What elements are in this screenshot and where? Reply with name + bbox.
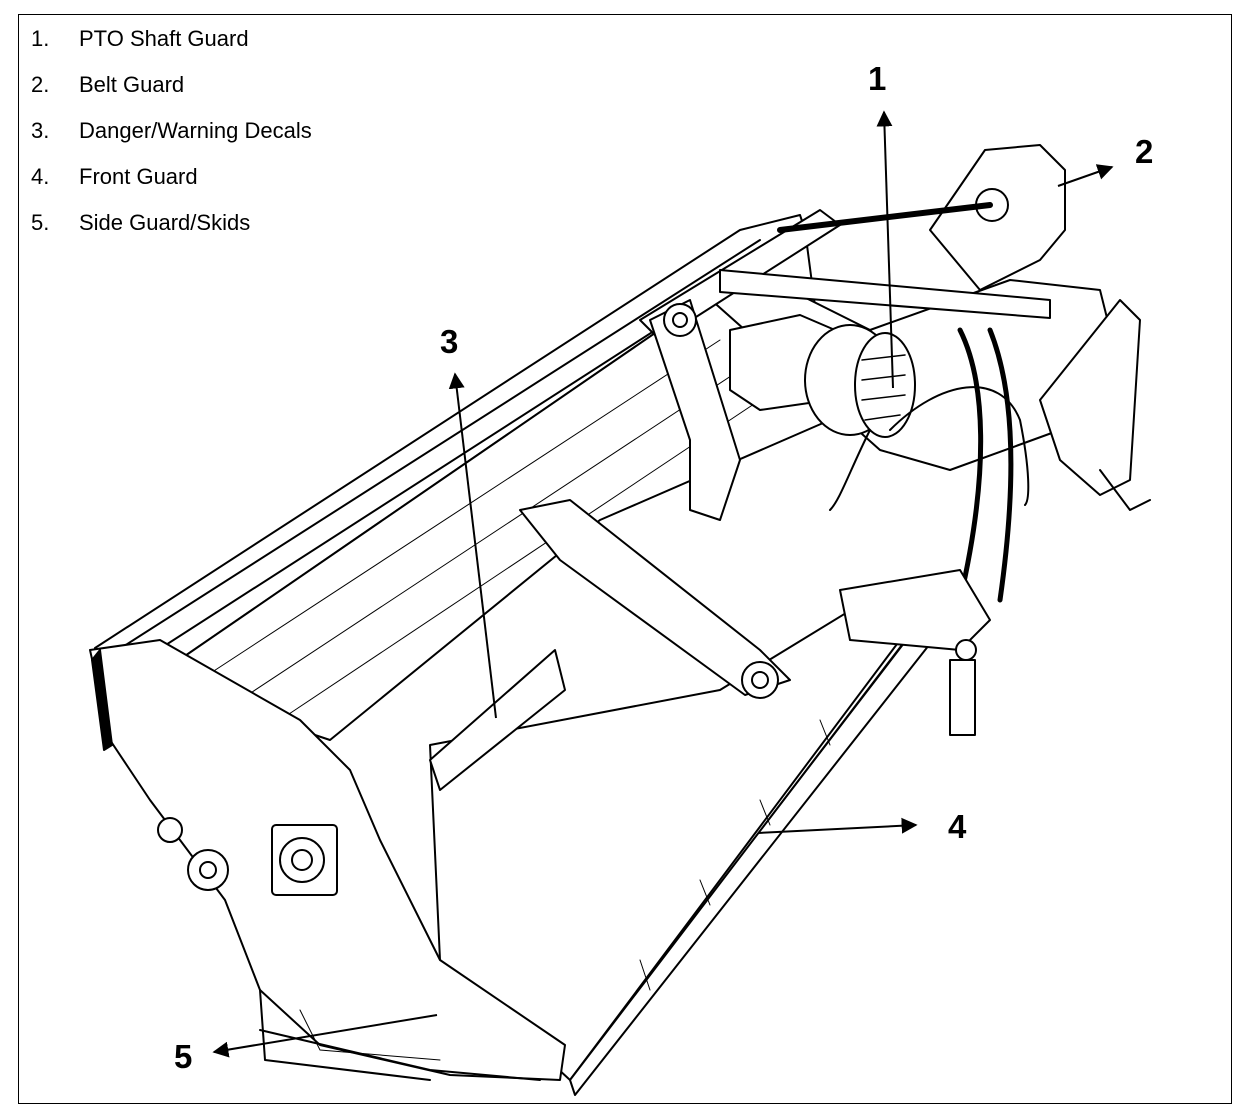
callout-arrows <box>212 110 1114 1058</box>
legend-item: 2. Belt Guard <box>31 72 312 118</box>
mower-body-drawing <box>89 144 1151 1096</box>
legend-number: 3. <box>31 118 50 143</box>
arrow-belt-guard <box>1057 164 1114 187</box>
callout-4: 4 <box>948 808 967 845</box>
callout-5: 5 <box>174 1038 193 1075</box>
callout-2: 2 <box>1135 133 1154 170</box>
arrow-side-guard <box>212 1014 438 1058</box>
legend-list: 1. PTO Shaft Guard 2. Belt Guard 3. Danger/… <box>31 26 312 256</box>
legend-item: 1. PTO Shaft Guard <box>31 26 312 72</box>
legend-label: Belt Guard <box>79 72 185 97</box>
legend-item: 3. Danger/Warning Decals <box>31 118 312 164</box>
arrow-pto-shaft-guard <box>876 110 894 389</box>
legend-number: 5. <box>31 210 50 235</box>
legend-number: 4. <box>31 164 50 189</box>
legend-label: Side Guard/Skids <box>79 210 251 235</box>
arrow-danger-decals <box>448 372 497 719</box>
legend-number: 2. <box>31 72 50 97</box>
figure-frame <box>18 14 1232 1104</box>
legend-label: PTO Shaft Guard <box>79 26 249 51</box>
legend-label: Front Guard <box>79 164 198 189</box>
legend-number: 1. <box>31 26 50 51</box>
arrow-front-guard <box>757 817 918 834</box>
legend-label: Danger/Warning Decals <box>79 118 312 143</box>
legend-item: 4. Front Guard <box>31 164 312 210</box>
callout-3: 3 <box>440 323 459 360</box>
legend-item: 5. Side Guard/Skids <box>31 210 312 256</box>
callout-1: 1 <box>868 60 887 97</box>
